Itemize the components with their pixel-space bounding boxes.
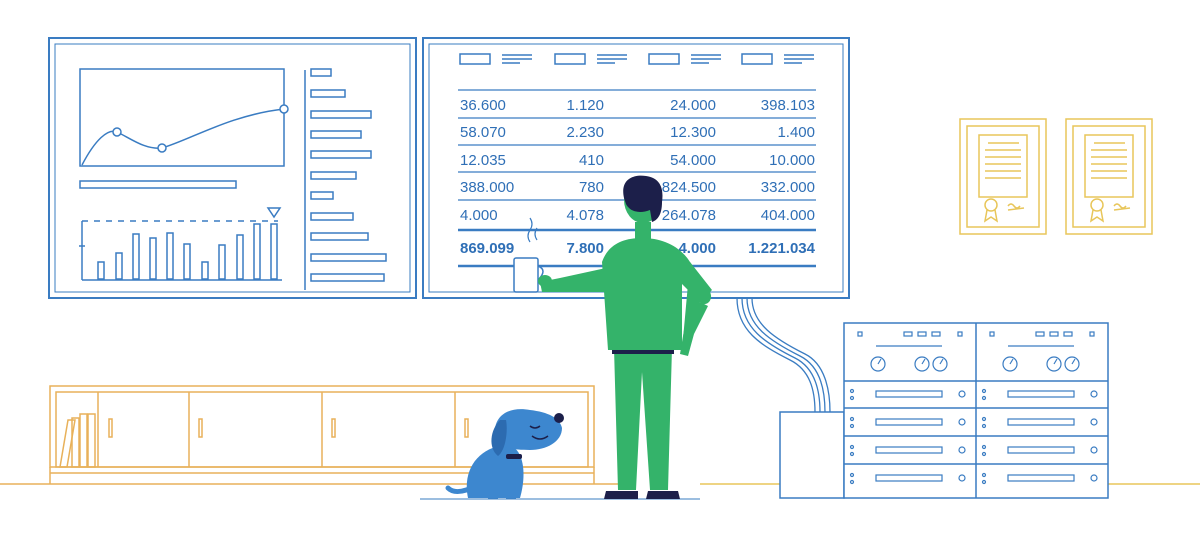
table-cell: 1.120 bbox=[566, 97, 604, 114]
table-cell: 824.500 bbox=[662, 179, 716, 196]
table-cell: 388.000 bbox=[460, 179, 514, 196]
table-cell: 12.300 bbox=[670, 124, 716, 141]
table-cell: 398.103 bbox=[761, 97, 815, 114]
table-cell: 404.000 bbox=[761, 207, 815, 224]
table-total-cell: 7.800 bbox=[566, 240, 604, 257]
table-cell: 410 bbox=[579, 152, 604, 169]
table-total-cell: 1.221.034 bbox=[748, 240, 815, 257]
person-icon bbox=[540, 175, 712, 499]
horizontal-bar-list bbox=[310, 68, 387, 282]
table-cell: 780 bbox=[579, 179, 604, 196]
bar-chart-icon bbox=[79, 207, 282, 281]
dashboard-monitor bbox=[48, 37, 417, 299]
coffee-mug-icon bbox=[513, 217, 552, 293]
table-cell: 264.078 bbox=[662, 207, 716, 224]
table-cell: 12.035 bbox=[460, 152, 506, 169]
table-total-cell: 869.099 bbox=[460, 240, 514, 257]
table-cell: 36.600 bbox=[460, 97, 506, 114]
monitor-cables bbox=[736, 297, 831, 413]
certificate-icon bbox=[959, 118, 1047, 235]
progress-bar bbox=[79, 180, 237, 189]
server-rack-icon bbox=[779, 322, 1109, 499]
table-cell: 2.230 bbox=[566, 124, 604, 141]
table-cell: 24.000 bbox=[670, 97, 716, 114]
server-rack-details bbox=[849, 331, 1098, 485]
table-header-icons bbox=[459, 53, 814, 65]
table-total-cell: 4.000 bbox=[678, 240, 716, 257]
bookshelf-icon bbox=[49, 385, 595, 484]
table-cell: 332.000 bbox=[761, 179, 815, 196]
dog-icon bbox=[445, 409, 564, 499]
table-cell: 4.000 bbox=[460, 207, 498, 224]
table-cell: 10.000 bbox=[769, 152, 815, 169]
line-chart-icon bbox=[79, 68, 289, 167]
table-cell: 54.000 bbox=[670, 152, 716, 169]
data-table: 36.600 1.120 24.000 398.103 58.070 2.230… bbox=[460, 97, 816, 257]
table-monitor: 36.600 1.120 24.000 398.103 58.070 2.230… bbox=[422, 37, 850, 299]
table-cell: 4.078 bbox=[566, 207, 604, 224]
table-cell: 1.400 bbox=[777, 124, 815, 141]
certificate-icon bbox=[1065, 118, 1153, 235]
table-cell: 58.070 bbox=[460, 124, 506, 141]
